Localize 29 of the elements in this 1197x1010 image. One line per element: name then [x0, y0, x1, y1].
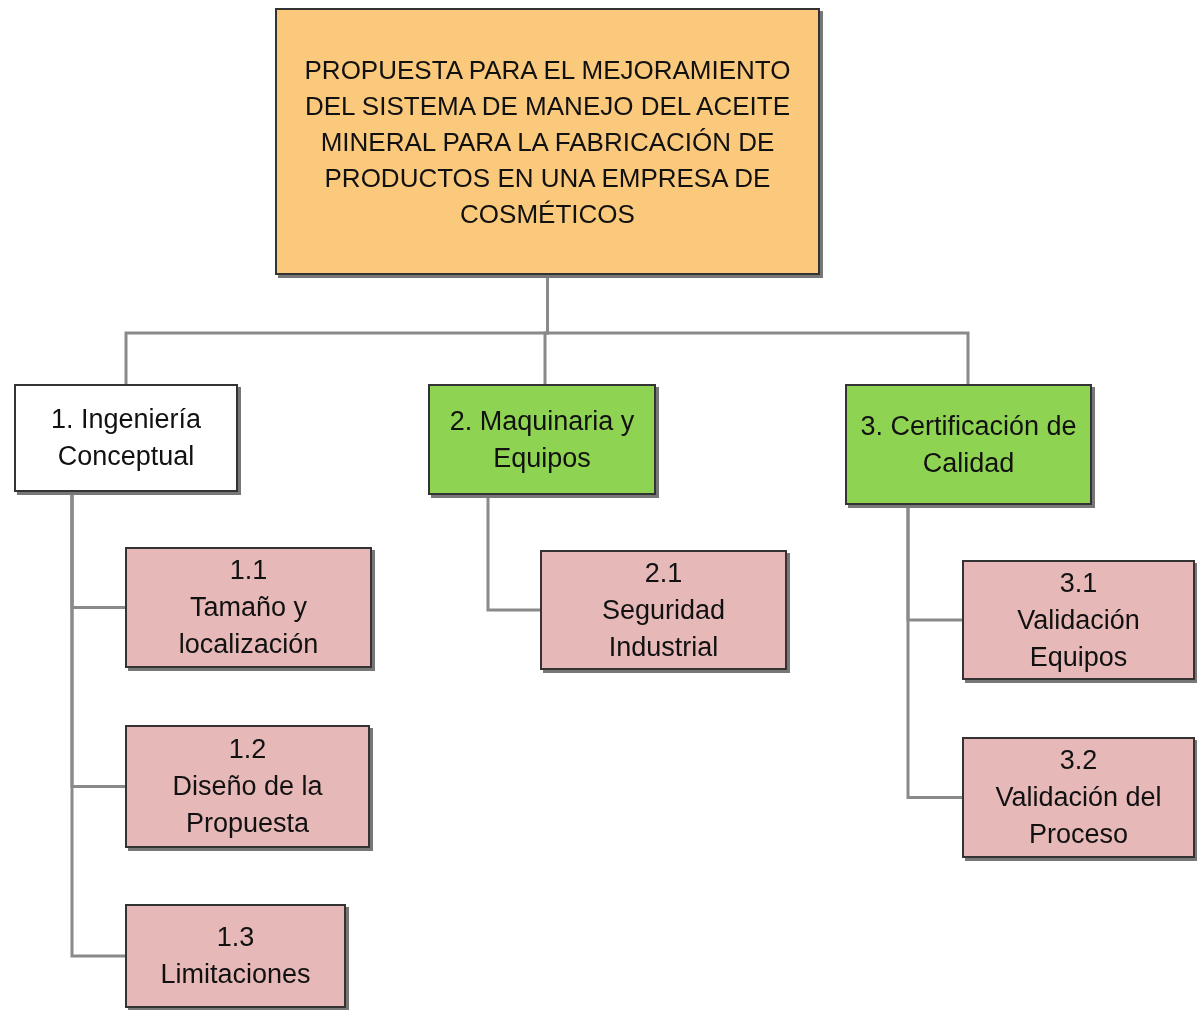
topic-box [428, 384, 656, 495]
topic-box [125, 904, 346, 1008]
box-text: PROPUESTA PARA EL MEJORAMIENTO DEL SISTEMA DE MANEJO DEL ACEITE MINERAL PARA LA FABRICACIÓN DE PRODUCTOS EN UNA EMPRESA DE COSMÉTICOS [303, 53, 792, 231]
topic-box [125, 725, 370, 848]
title-box [275, 8, 820, 275]
item-number: 1.1 [229, 554, 268, 587]
box-text: Diseño de la Propuesta [171, 770, 324, 840]
box-text: Limitaciones [160, 958, 311, 991]
box-text: Tamaño y localización [177, 591, 320, 661]
item-number: 1.3 [216, 921, 255, 954]
box-text: 2. Maquinaria y Equipos [448, 404, 636, 475]
topic-box [540, 550, 787, 670]
connector-line [486, 495, 540, 612]
connector-line [906, 505, 962, 799]
item-number: 3.2 [1059, 744, 1098, 777]
box-text: 3. Certificación de Calidad [859, 409, 1078, 480]
item-number: 3.1 [1059, 566, 1098, 600]
topic-box [845, 384, 1092, 505]
box-text: Validación del Proceso [994, 781, 1163, 851]
topic-box [125, 547, 372, 668]
topic-box [962, 737, 1195, 858]
item-number: 1.2 [228, 733, 267, 766]
box-text: Validación Equipos [1016, 603, 1141, 674]
topic-box [14, 384, 238, 492]
item-number: 2.1 [644, 556, 683, 590]
connector-line [70, 492, 125, 958]
box-text: 1. Ingeniería Conceptual [49, 403, 203, 473]
box-text: Seguridad Industrial [600, 593, 727, 664]
topic-box [962, 560, 1195, 680]
